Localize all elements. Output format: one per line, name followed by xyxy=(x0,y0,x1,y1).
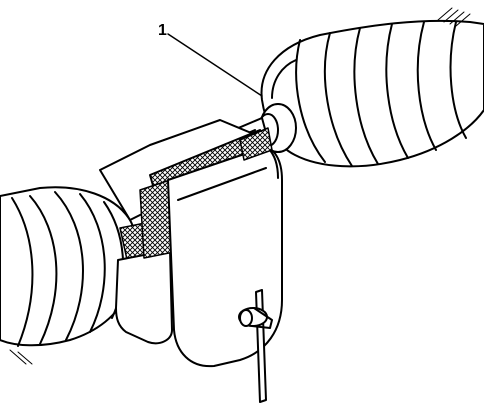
callout-number: 1 xyxy=(158,22,167,39)
t-handle-pin xyxy=(238,289,273,403)
boot-left xyxy=(0,186,138,365)
clamp-tool-lower-housing xyxy=(115,179,175,345)
callout-leader xyxy=(167,33,263,97)
boot-right xyxy=(260,7,484,168)
